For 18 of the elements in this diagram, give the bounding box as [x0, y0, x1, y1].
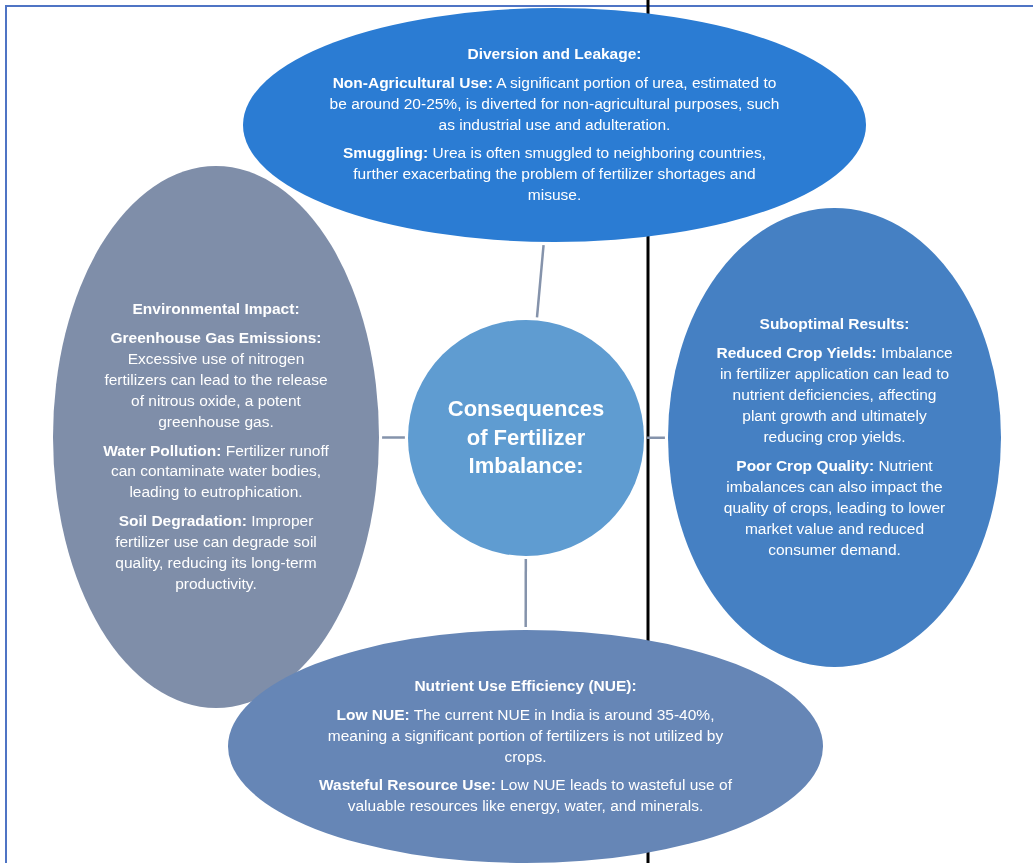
connector-line: [524, 559, 528, 627]
connector-line: [535, 244, 545, 318]
heading: Environmental Impact:: [132, 299, 300, 319]
paragraph: Reduced Crop Yields: Imbalance in fertilizer application can lead to nutrient deficiencies, affecting plant growth and ultimately reducing crop yields.: [715, 343, 954, 448]
paragraph: Greenhouse Gas Emissions: Excessive use of nitrogen fertilizers can lead to the release of nitrous oxide, a potent greenhouse gas.: [103, 327, 329, 432]
heading: Consequences of Fertilizer Imbalance:: [446, 395, 606, 481]
heading: Diversion and Leakage:: [467, 43, 642, 64]
connector-line: [382, 436, 405, 439]
heading: Suboptimal Results:: [759, 314, 910, 335]
paragraph: Poor Crop Quality: Nutrient imbalances can also impact the quality of crops, leading to lower market value and reduced consumer demand.: [722, 455, 947, 560]
heading: Nutrient Use Efficiency (NUE):: [414, 675, 637, 696]
paragraph: Low NUE: The current NUE in India is around 35-40%, meaning a significant portion of fertilizers is not utilized by crops.: [326, 704, 725, 767]
paragraph: Smuggling: Urea is often smuggled to neighboring countries, further exacerbating the problem of fertilizer shortages and misuse.: [342, 143, 767, 206]
paragraph: Water Pollution: Fertilizer runoff can contaminate water bodies, leading to eutrophication.: [102, 440, 330, 503]
paragraph: Wasteful Resource Use: Low NUE leads to wasteful use of valuable resources like energy, water, and minerals.: [318, 775, 733, 817]
connector-line: [647, 436, 665, 440]
paragraph: Non-Agricultural Use: A significant portion of urea, estimated to be around 20-25%, is diverted for non-agricultural purposes, such as industrial use and adulteration.: [329, 72, 780, 135]
paragraph: Soil Degradation: Improper fertilizer use can degrade soil quality, reducing its long-term productivity.: [114, 511, 318, 595]
